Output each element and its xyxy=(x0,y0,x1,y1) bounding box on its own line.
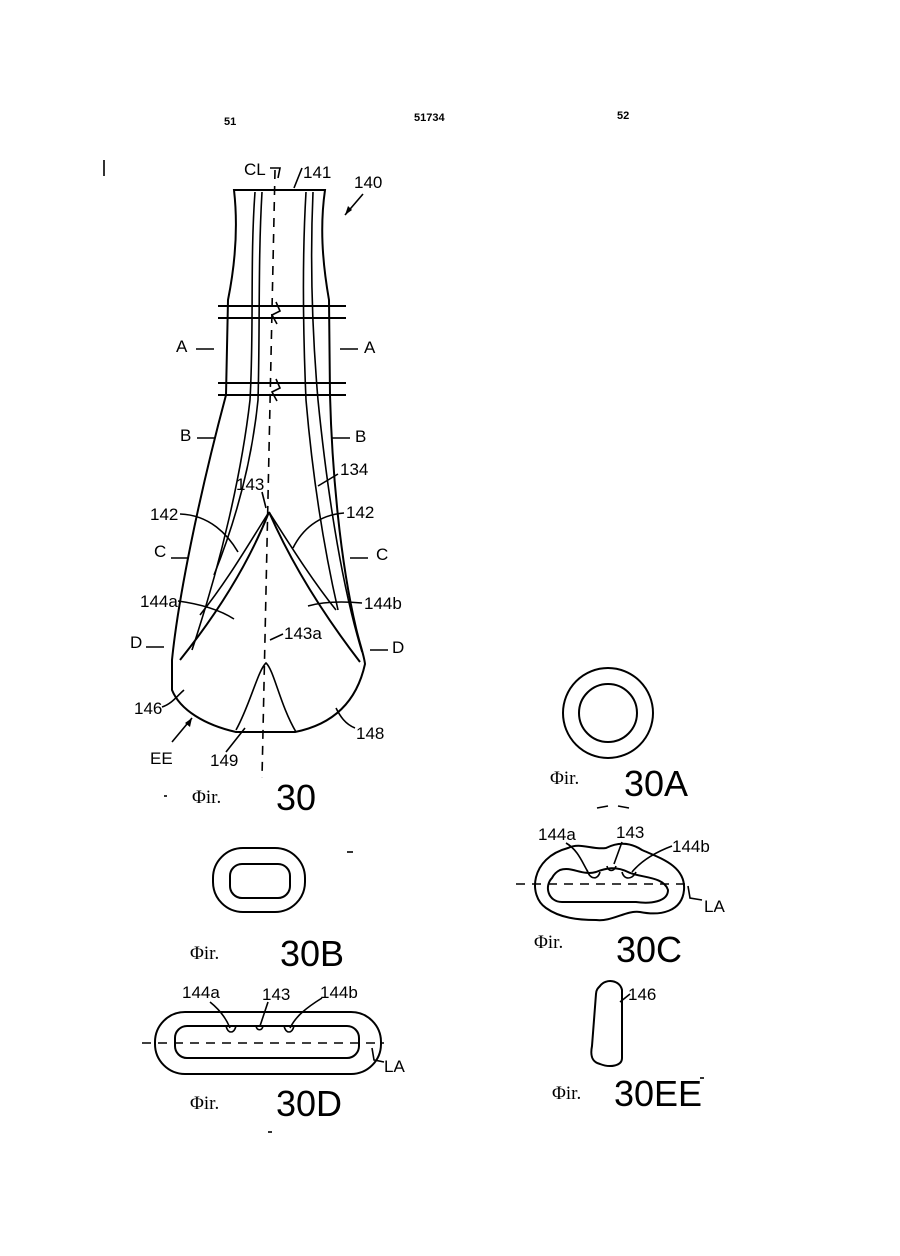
label-144a: 144a xyxy=(140,592,178,611)
centerline xyxy=(262,170,275,778)
distal-tip-outline xyxy=(236,663,296,732)
section-outer-outline xyxy=(563,668,653,758)
figure-caption-number: 30C xyxy=(616,929,682,970)
label-ee: EE xyxy=(150,749,173,768)
figure-caption-number: 30A xyxy=(624,763,688,804)
label-la: LA xyxy=(704,897,725,916)
leader-143 xyxy=(262,492,266,508)
label-section-a-right: A xyxy=(364,338,376,357)
section-inner-outline xyxy=(230,864,290,898)
leader-144b xyxy=(308,602,362,606)
label-section-a-left: A xyxy=(176,337,188,356)
figure-30a: Φir. 30A xyxy=(550,668,688,808)
label-cl: CL xyxy=(244,160,266,179)
figure-30c: 144a 143 144b LA Φir. 30C xyxy=(516,823,725,970)
inner-line-right-2 xyxy=(312,192,362,652)
inner-line-left-1 xyxy=(192,192,255,650)
label-146: 146 xyxy=(628,985,656,1004)
figure-caption-number: 30 xyxy=(276,777,316,818)
figure-caption-number: 30B xyxy=(280,933,344,974)
label-148: 148 xyxy=(356,724,384,743)
leader-la xyxy=(688,886,702,900)
label-140: 140 xyxy=(354,173,382,192)
label-section-b-left: B xyxy=(180,426,191,445)
figure-caption-prefix: Φir. xyxy=(190,943,219,964)
label-144a: 144a xyxy=(538,825,576,844)
label-134: 134 xyxy=(340,460,368,479)
label-section-d-right: D xyxy=(392,638,404,657)
label-149: 149 xyxy=(210,751,238,770)
leader-143 xyxy=(260,1002,268,1026)
label-143a: 143a xyxy=(284,624,322,643)
section-inner-outline xyxy=(175,1026,359,1058)
label-143: 143 xyxy=(262,985,290,1004)
figure-caption-number: 30D xyxy=(276,1083,342,1124)
label-141: 141 xyxy=(303,163,331,182)
leader-144a xyxy=(210,1002,230,1028)
label-section-b-right: B xyxy=(355,427,366,446)
label-section-c-left: C xyxy=(154,542,166,561)
figure-30b: Φir. 30B xyxy=(190,848,353,974)
figure-caption-prefix: Φir. xyxy=(192,787,221,808)
label-144b: 144b xyxy=(364,594,402,613)
inner-line-right-1 xyxy=(303,192,338,610)
taper-inner-line xyxy=(200,512,269,615)
figure-caption-prefix: Φir. xyxy=(552,1083,581,1104)
label-142-right: 142 xyxy=(346,503,374,522)
taper-inner-line xyxy=(269,512,336,610)
leader-143a xyxy=(270,634,283,640)
figure-caption-prefix: Φir. xyxy=(534,932,563,953)
label-143: 143 xyxy=(616,823,644,842)
label-144a: 144a xyxy=(182,983,220,1002)
label-146: 146 xyxy=(134,699,162,718)
figure-caption-prefix: Φir. xyxy=(190,1093,219,1114)
leader-144b xyxy=(632,846,672,872)
label-section-d-left: D xyxy=(130,633,142,652)
section-outer-outline xyxy=(213,848,305,912)
section-inner-outline xyxy=(579,684,637,742)
label-144b: 144b xyxy=(672,837,710,856)
stray-mark xyxy=(597,806,629,808)
section-outline xyxy=(591,981,622,1066)
figure-30: CL 141 140 A A B B 143 134 142 142 C C 1… xyxy=(130,160,404,818)
figure-30ee: 146 Φir. 30EE xyxy=(552,981,704,1114)
figure-30d: 144a 143 144b LA Φir. 30D xyxy=(142,983,405,1132)
leader-141 xyxy=(294,168,302,188)
label-144b: 144b xyxy=(320,983,358,1002)
label-142-left: 142 xyxy=(150,505,178,524)
section-inner-outline xyxy=(548,868,668,902)
label-section-c-right: C xyxy=(376,545,388,564)
section-outer-outline xyxy=(155,1012,381,1074)
figure-caption-prefix: Φir. xyxy=(550,768,579,789)
figure-caption-number: 30EE xyxy=(614,1073,702,1114)
label-la: LA xyxy=(384,1057,405,1076)
label-143: 143 xyxy=(236,475,264,494)
